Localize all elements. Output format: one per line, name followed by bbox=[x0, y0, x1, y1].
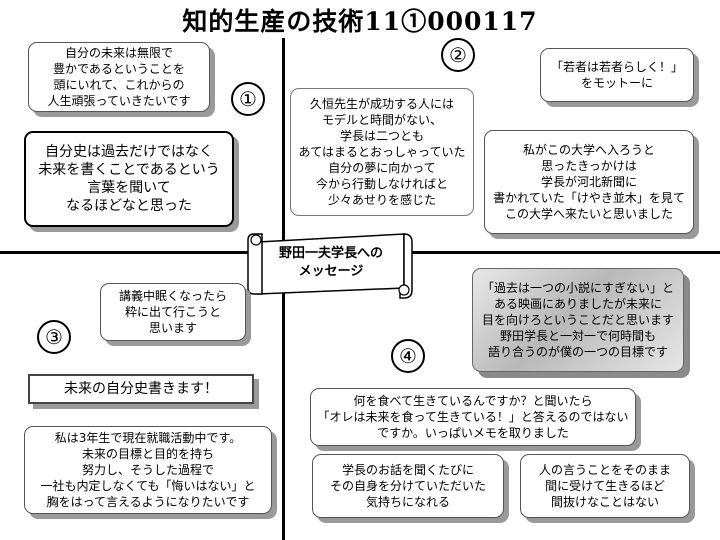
note-text: 久恒先生が成功する人には モデルと時間がない、 学長は二つとも あてはまるとおっ… bbox=[298, 97, 466, 207]
note-q2-success: 久恒先生が成功する人には モデルと時間がない、 学長は二つとも あてはまるとおっ… bbox=[290, 88, 474, 216]
note-q4-confidence: 学長のお話を聞くたびに その自身を分けていただいた 気持ちになれる bbox=[312, 454, 504, 518]
note-q3-sleepy: 講義中眠くなったら 粋に出て行こうと 思います bbox=[100, 283, 246, 341]
note-text: 自分の未来は無限で 豊かであるということを 頭にいれて、これからの 人生頑張って… bbox=[47, 46, 191, 108]
quadrant-number-4: ④ bbox=[391, 339, 425, 373]
quadrant-number-3: ③ bbox=[37, 320, 71, 354]
note-text: 学長のお話を聞くたびに その自身を分けていただいた 気持ちになれる bbox=[329, 463, 486, 509]
note-q1-future: 自分の未来は無限で 豊かであるということを 頭にいれて、これからの 人生頑張って… bbox=[28, 42, 210, 112]
note-text: 人の言うことをそのまま 間に受けて生きるほど 間抜けなことはない bbox=[538, 463, 671, 509]
note-q3-job-hunting: 私は3年生で現在就職活動中です。 未来の目標と目的を持ち 努力し、そうした過程で… bbox=[24, 426, 272, 514]
note-q2-motto: 「若者は若者らしく！」 をモットーに bbox=[540, 48, 694, 102]
quadrant-number-2: ② bbox=[441, 38, 475, 72]
note-q3-future-history: 未来の自分史書きます！ bbox=[28, 374, 254, 404]
scroll-banner bbox=[247, 233, 413, 299]
note-text: 未来の自分史書きます！ bbox=[64, 381, 218, 397]
note-q2-keyaki: 私がこの大学へ入ろうと 思ったきっかけは 学長が河北新聞に 書かれていた「けやき… bbox=[484, 130, 694, 234]
note-q4-novel: 「過去は一つの小説にすぎない」と ある映画にありましたが未来に 目を向けろという… bbox=[472, 268, 684, 372]
note-text: 私は3年生で現在就職活動中です。 未来の目標と目的を持ち 努力し、そうした過程で… bbox=[40, 431, 256, 509]
scroll-banner-text: 野田一夫学長への メッセージ bbox=[278, 246, 383, 279]
note-text: 自分史は過去だけではなく 未来を書くことであるという 言葉を聞いて なるほどなと… bbox=[38, 144, 220, 214]
note-text: 「若者は若者らしく！」 をモットーに bbox=[550, 60, 683, 90]
note-text: 「過去は一つの小説にすぎない」と ある映画にありましたが未来に 目を向けろという… bbox=[481, 281, 675, 359]
note-text: 講義中眠くなったら 粋に出て行こうと 思います bbox=[118, 289, 227, 335]
note-q4-eat-future: 何を食べて生きているんですか？と聞いたら 「オレは未来を食って生きている！」と答… bbox=[310, 388, 636, 446]
note-q1-self-history: 自分史は過去だけではなく 未来を書くことであるという 言葉を聞いて なるほどなと… bbox=[24, 131, 234, 227]
note-text: 何を食べて生きているんですか？と聞いたら 「オレは未来を食って生きている！」と答… bbox=[317, 394, 629, 440]
quadrant-number-1: ① bbox=[231, 82, 265, 116]
page-title: 知的生産の技術11①000117 bbox=[182, 7, 538, 36]
note-q4-dont-believe: 人の言うことをそのまま 間に受けて生きるほど 間抜けなことはない bbox=[520, 454, 690, 518]
note-text: 私がこの大学へ入ろうと 思ったきっかけは 学長が河北新聞に 書かれていた「けやき… bbox=[493, 143, 685, 221]
